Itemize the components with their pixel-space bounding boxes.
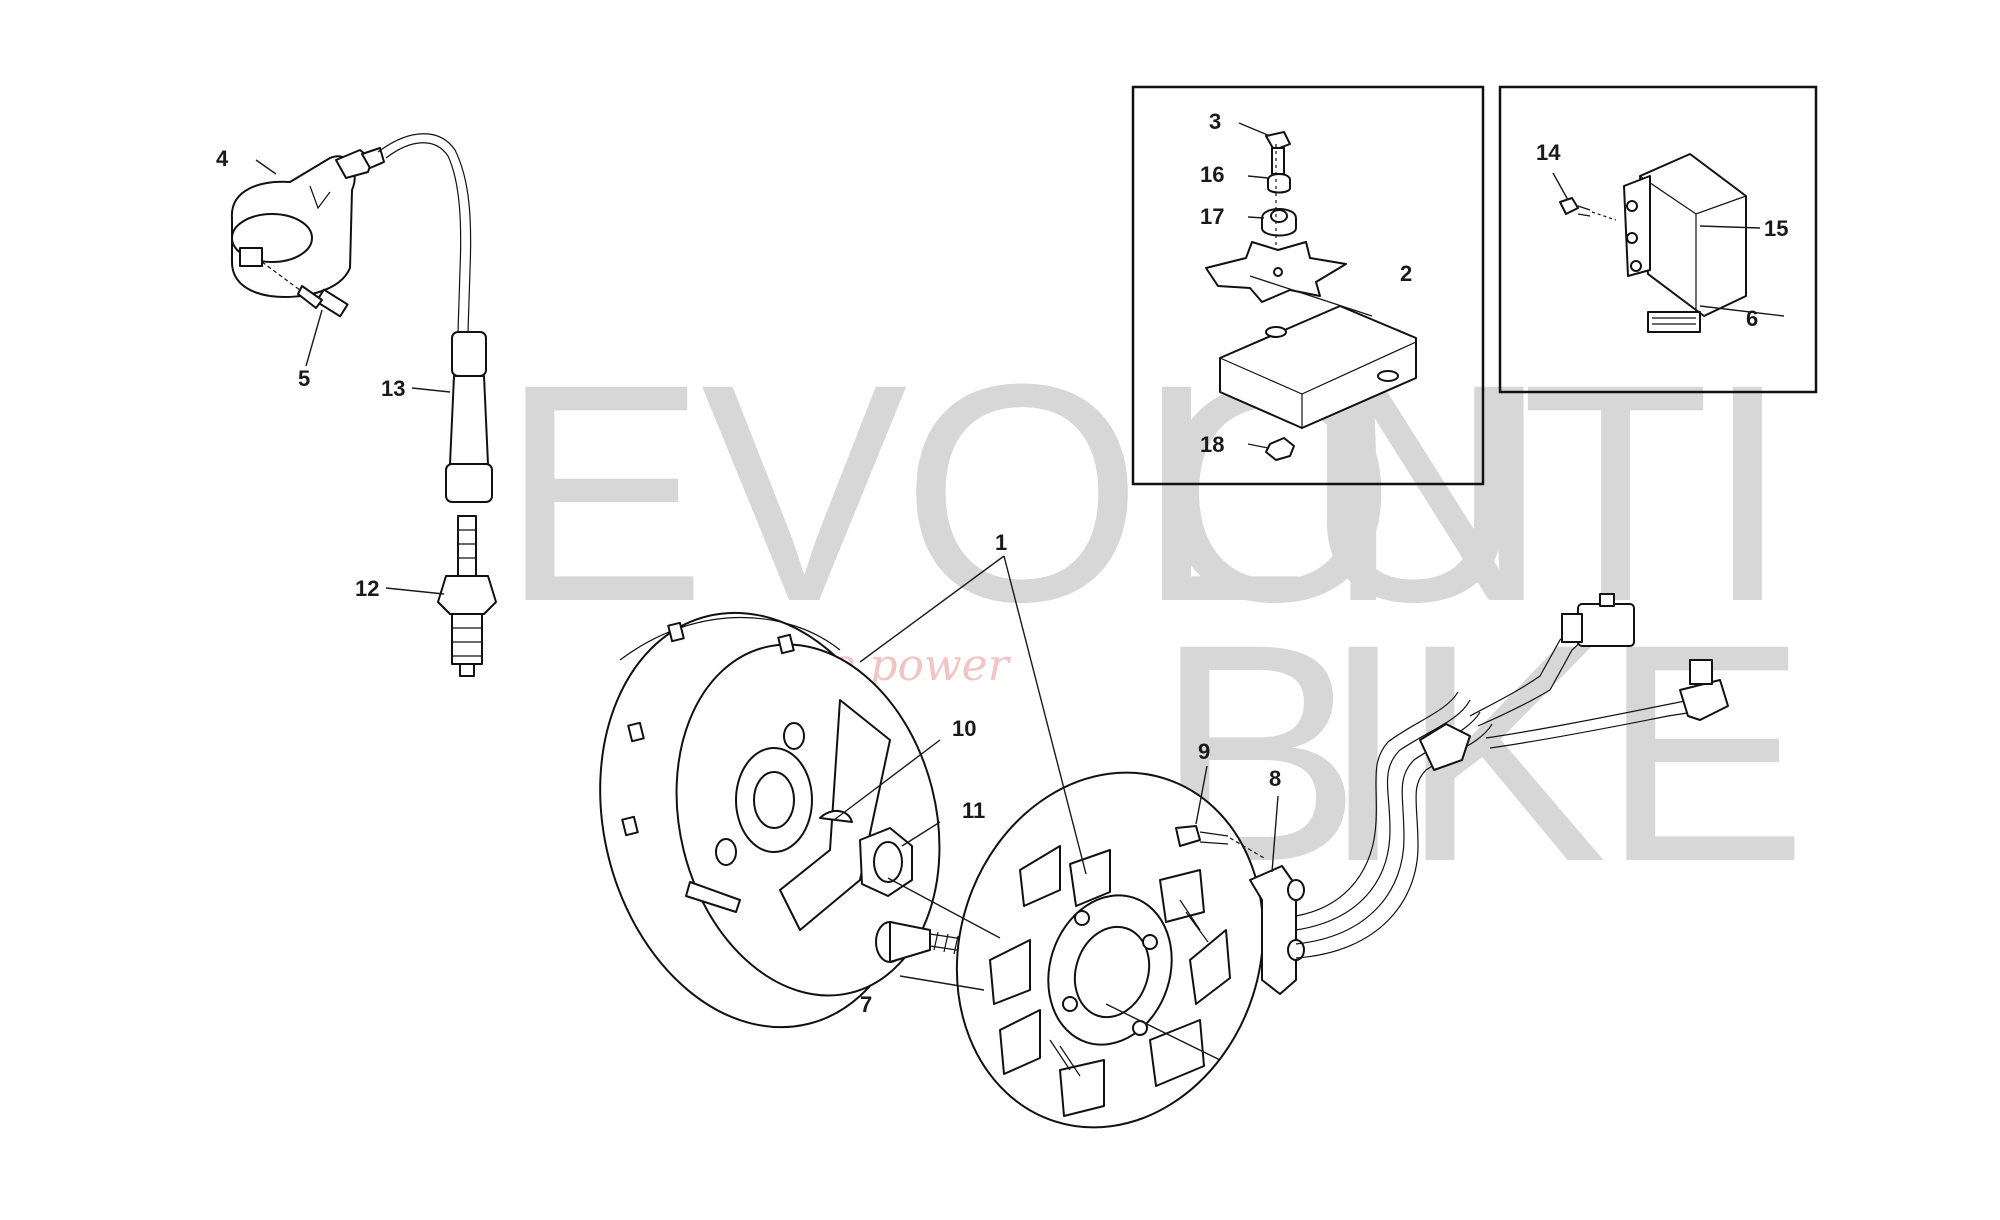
screw-5 — [261, 261, 349, 318]
ht-lead-inner — [385, 142, 462, 333]
callout-17: 17 — [1200, 204, 1224, 229]
ignition-coil — [230, 147, 385, 298]
callout-16: 16 — [1200, 162, 1224, 187]
spark-plug — [437, 515, 497, 677]
callout-18: 18 — [1200, 432, 1224, 457]
callout-7: 7 — [860, 992, 872, 1017]
screw-7 — [875, 921, 971, 963]
callout-6: 6 — [1746, 306, 1758, 331]
callout-14: 14 — [1536, 140, 1561, 165]
watermark-ike: IKE — [1320, 579, 1802, 926]
callout-9: 9 — [1198, 739, 1210, 764]
callout-5: 5 — [298, 366, 310, 391]
leader-lines — [255, 122, 1785, 1061]
pickup-sensor — [1249, 865, 1305, 995]
regulator-assembly — [1205, 131, 1417, 461]
ht-lead — [377, 133, 472, 333]
inset-frame-regulator — [1131, 85, 1485, 486]
inset-frame-cdi — [1498, 85, 1818, 394]
cdi-unit — [1559, 153, 1747, 333]
callout-1: 1 — [995, 530, 1007, 555]
callout-2: 2 — [1400, 261, 1412, 286]
stator — [955, 771, 1265, 1129]
callout-8: 8 — [1269, 766, 1281, 791]
watermark-evoluti: EVOLUTI — [500, 319, 1784, 666]
callout-10: 10 — [952, 716, 976, 741]
callout-11: 11 — [962, 798, 985, 823]
callout-labels: 1 2 3 4 5 6 7 8 9 10 11 12 13 14 15 16 1… — [216, 109, 1788, 1017]
spark-plug-cap — [445, 331, 493, 503]
screw-9 — [1175, 825, 1265, 859]
callout-15: 15 — [1764, 216, 1788, 241]
wiring-harness — [1295, 593, 1729, 959]
callout-3: 3 — [1209, 109, 1221, 134]
callout-13: 13 — [381, 376, 405, 401]
callout-12: 12 — [355, 576, 379, 601]
callout-4: 4 — [216, 146, 229, 171]
flywheel-nut — [859, 827, 913, 897]
flywheel-rotor — [599, 611, 941, 1029]
